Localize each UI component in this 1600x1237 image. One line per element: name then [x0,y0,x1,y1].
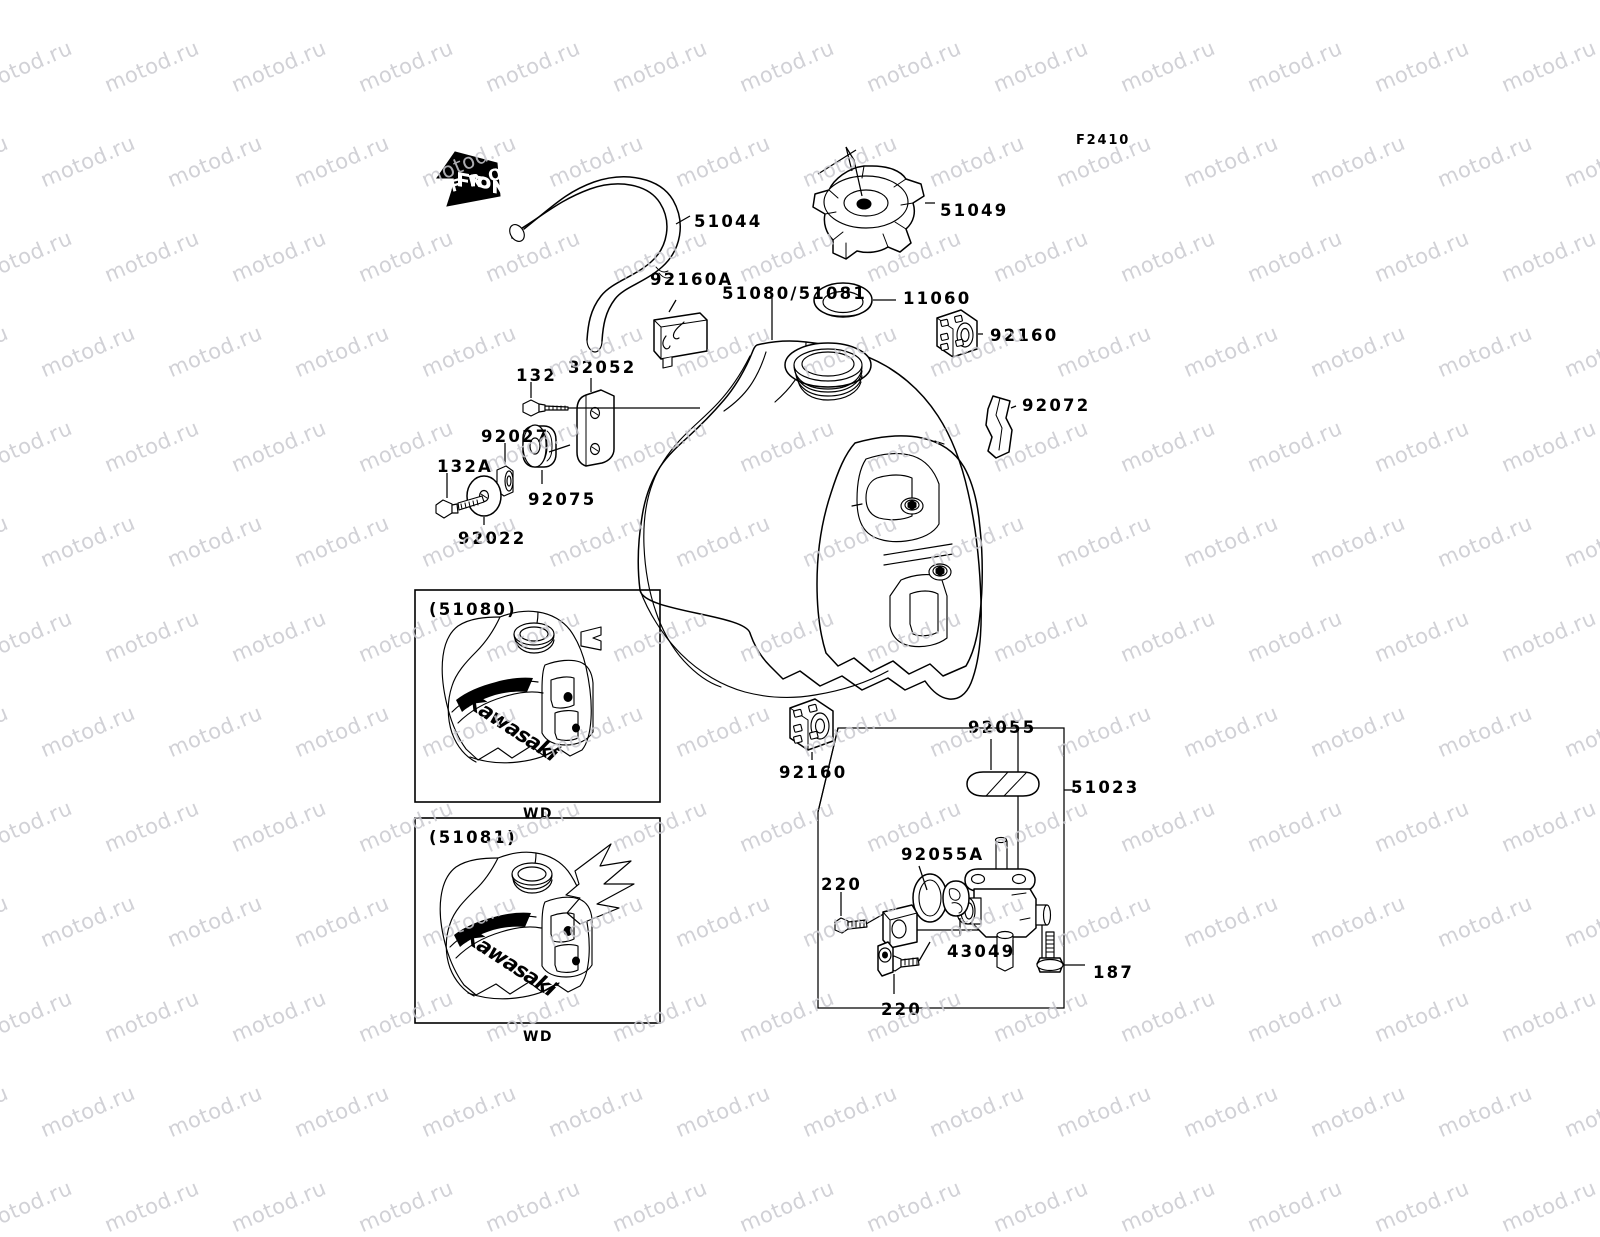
inset-box-51080: Kawasaki [414,589,661,803]
bracket-32052 [568,378,700,467]
damper-92160-lower [789,698,834,760]
part-label-43049: 43049 [947,942,1016,961]
part-label-92160-lower: 92160 [779,763,848,782]
part-label-51080-51081: 51080/51081 [722,284,868,303]
part-label-92072: 92072 [1022,396,1091,415]
o-ring-92055 [966,739,1040,797]
inset-code-51080: (51080) [429,600,517,619]
fuel-valve-packing-43049 [942,880,970,936]
part-label-92160-upper: 92160 [990,326,1059,345]
part-label-92075: 92075 [528,490,597,509]
diagram-reference-code: F2410 [1076,133,1131,148]
tank-cap-gasket-11060 [813,282,896,318]
breather-hose-51044 [509,176,691,353]
band-92072 [985,395,1017,459]
screw-220-upper [834,892,888,934]
part-label-51044: 51044 [694,212,763,231]
valve-bracket-tab [877,941,894,977]
part-label-92027: 92027 [481,427,550,446]
part-label-187: 187 [1093,963,1135,982]
fuel-tank-body-51080-51081 [637,298,983,700]
collar-92027 [496,443,514,497]
part-label-92160a: 92160A [650,270,734,289]
bolt-132a [435,473,485,519]
o-ring-92055a [912,865,948,923]
damper-92160a [653,299,708,369]
fuel-valve-group-51023 [817,727,1075,1009]
part-label-92055a: 92055A [901,845,985,864]
damper-92160-upper [936,309,983,358]
front-direction-marker: F R O N T [436,151,544,207]
part-label-32052: 32052 [568,358,637,377]
part-label-51049: 51049 [940,201,1009,220]
damper-mount-92075 [522,424,571,484]
screw-220-lower [887,941,931,994]
part-label-132a: 132A [437,457,494,476]
part-label-92022: 92022 [458,529,527,548]
washer-92022 [466,475,502,525]
part-label-92055: 92055 [968,718,1037,737]
part-label-51023: 51023 [1071,778,1140,797]
part-label-132: 132 [516,366,558,385]
technical-parts-drawing: .ln{fill:none;stroke:#000;stroke-width:1… [414,146,1085,1024]
bolt-132 [522,382,569,417]
inset-box-51081: Kawasaki [414,817,661,1024]
fuel-tank-cap-51049 [812,146,935,260]
part-label-220-lower: 220 [881,1000,923,1019]
part-label-220-upper: 220 [821,875,863,894]
inset-caption-51081: WD [523,1029,553,1045]
inset-caption-51080: WD [523,806,553,822]
part-label-11060: 11060 [903,289,972,308]
fuel-valve-body [956,836,1052,972]
inset-code-51081: (51081) [429,828,517,847]
bolt-187 [1036,931,1085,973]
